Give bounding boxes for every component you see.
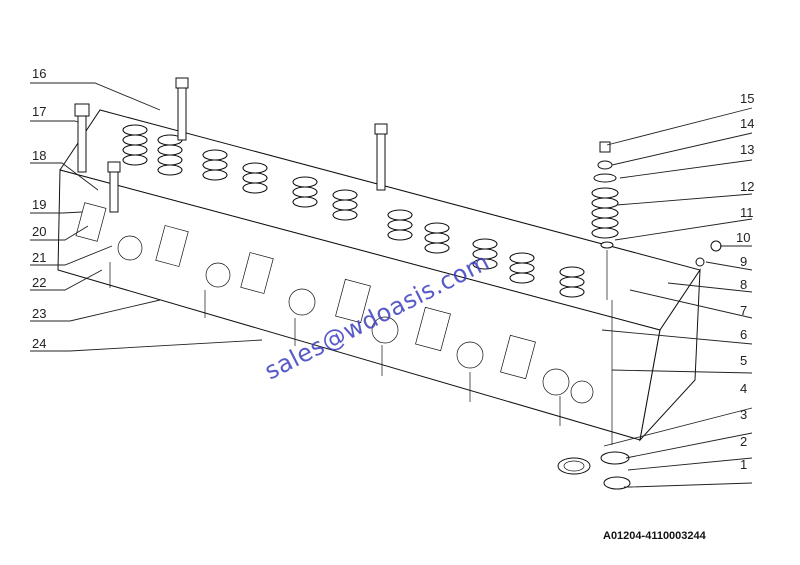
head-bolts [74,77,388,213]
callout-17: 17 [32,104,46,119]
callout-8: 8 [740,277,747,292]
callout-3: 3 [740,407,747,422]
lower-studs [109,262,561,426]
callout-23: 23 [32,306,46,321]
callout-13: 13 [740,142,754,157]
callout-numbers: 1 2 3 4 5 6 7 8 9 10 11 12 13 14 15 16 1… [32,66,754,472]
callout-2: 2 [740,434,747,449]
callout-24: 24 [32,336,46,351]
callout-leaders [30,82,753,488]
exploded-valve-spring [591,141,619,300]
callout-16: 16 [32,66,46,81]
callout-6: 6 [740,327,747,342]
callout-9: 9 [740,254,747,269]
callout-11: 11 [740,205,754,220]
callout-12: 12 [740,179,754,194]
callout-20: 20 [32,224,46,239]
plugs [695,240,722,267]
callout-22: 22 [32,275,46,290]
callout-7: 7 [740,303,747,318]
callout-1: 1 [740,457,747,472]
callout-15: 15 [740,91,754,106]
callout-10: 10 [736,230,750,245]
cylinder-head-body [57,109,701,442]
front-port-openings [75,202,594,404]
valve-spring-assemblies [122,124,585,298]
callout-21: 21 [32,250,46,265]
callout-14: 14 [740,116,754,131]
callout-4: 4 [740,381,747,396]
callout-5: 5 [740,353,747,368]
callout-19: 19 [32,197,46,212]
drawing-code: A01204-4110003244 [603,530,706,542]
valve-seat-rings [557,300,631,490]
callout-18: 18 [32,148,46,163]
